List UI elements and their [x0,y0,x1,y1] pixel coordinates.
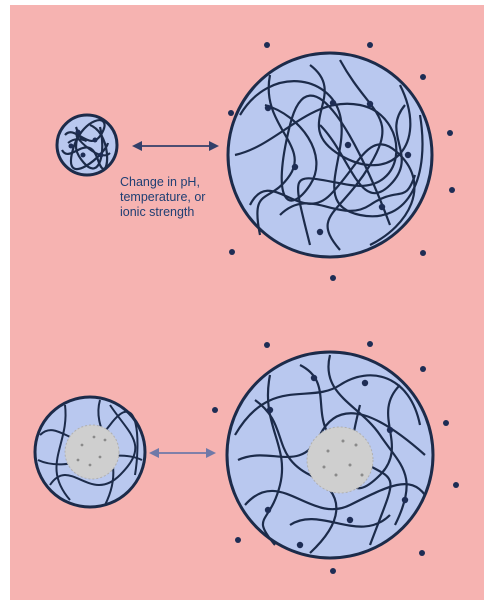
swollen-gel-top [228,53,432,257]
caption-line: ionic strength [120,205,270,220]
collapsed-gel-top [57,115,117,175]
drug-core-small [65,425,119,479]
caption-line: temperature, or [120,190,270,205]
collapsed-gel-with-core [35,397,145,507]
hydrogel-swelling-diagram [10,5,484,600]
swollen-gel-with-core [227,352,433,558]
condition-caption: Change in pH, temperature, or ionic stre… [120,175,270,220]
caption-line: Change in pH, [120,175,270,190]
drug-core-large [307,427,373,493]
diagram-panel: Change in pH, temperature, or ionic stre… [10,5,484,600]
